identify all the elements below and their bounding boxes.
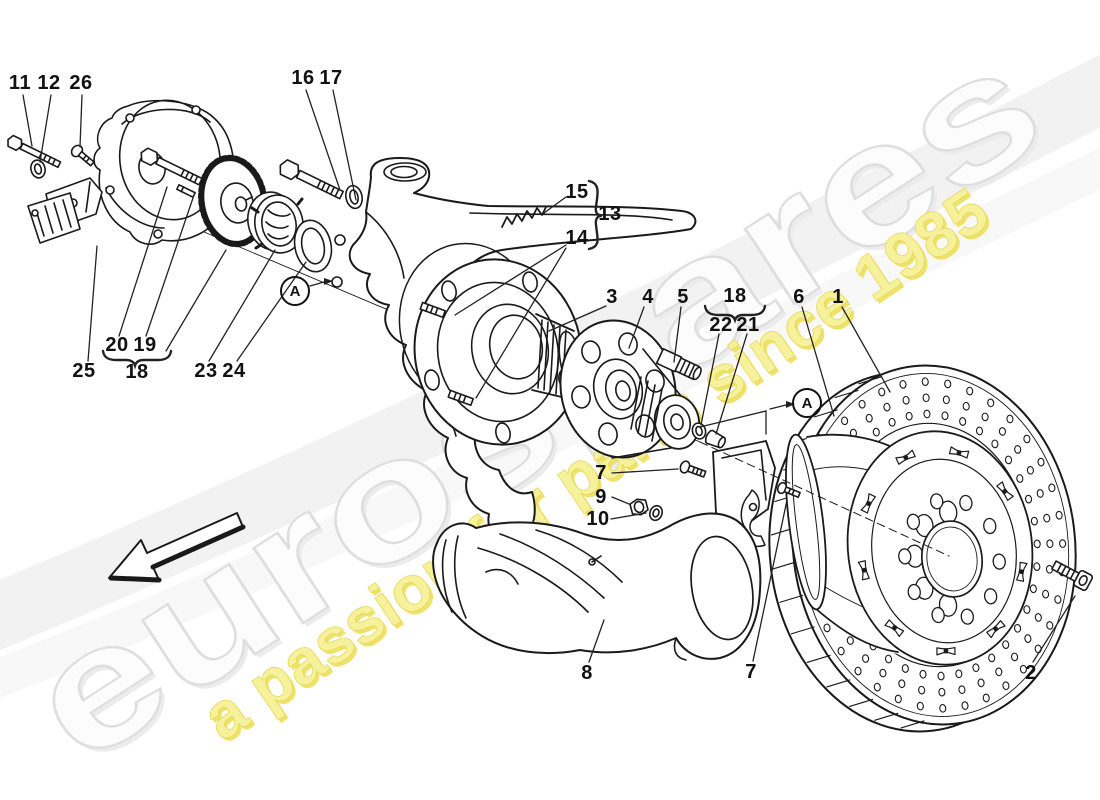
callout-6[interactable]: 6 [793,286,805,308]
shield-plate [27,192,81,244]
spring [501,206,547,228]
roll-pin [176,184,196,198]
detail-marker-a2: A [792,388,822,418]
callout-22[interactable]: 22 [709,314,733,336]
bearing-ring-nut [247,191,304,254]
detail-marker-a1: A [280,276,310,306]
duct-nut [629,498,649,516]
callout-3[interactable]: 3 [606,286,618,308]
callout-18-bottom[interactable]: 18 [125,361,149,383]
callout-11[interactable]: 11 [8,72,32,94]
seal-ring [293,219,333,273]
brake-cooling-duct [432,512,762,661]
axis-dashed-line [699,441,950,557]
callout-13[interactable]: 13 [598,203,622,225]
callout-4[interactable]: 4 [642,286,654,308]
callout-16[interactable]: 16 [291,67,315,89]
bracket-screw [679,460,707,478]
leader-lines [22,89,1076,663]
splined-spacer [611,348,701,459]
upright-washer [345,184,363,210]
bell-screw [776,481,801,499]
disc-bell [785,430,1034,666]
callout-25[interactable]: 25 [72,360,96,382]
callout-17[interactable]: 17 [319,67,343,89]
callout-18-top[interactable]: 18 [723,285,747,307]
upright-bolt [279,159,344,200]
callout-9[interactable]: 9 [595,486,607,508]
callout-23[interactable]: 23 [194,360,218,382]
hub-stud [447,389,474,407]
callout-1[interactable]: 1 [832,286,844,308]
callout-21[interactable]: 21 [736,314,760,336]
callout-19[interactable]: 19 [133,334,157,356]
sensor-screw [70,144,95,167]
callout-14[interactable]: 14 [565,227,589,249]
callout-7-lower[interactable]: 7 [745,661,757,683]
callout-12[interactable]: 12 [37,72,61,94]
callout-2[interactable]: 2 [1025,662,1037,684]
wheel-stud [655,347,702,381]
callout-24[interactable]: 24 [222,360,246,382]
callout-26[interactable]: 26 [69,72,93,94]
duct-washer [649,504,663,522]
direction-arrow [108,512,246,583]
callout-10[interactable]: 10 [586,508,610,530]
stud-cap [704,429,727,449]
disc-bolt [1051,560,1094,592]
callout-20[interactable]: 20 [105,334,129,356]
callout-7-upper[interactable]: 7 [595,462,607,484]
callout-15[interactable]: 15 [565,181,589,203]
callout-8[interactable]: 8 [581,662,593,684]
callout-5[interactable]: 5 [677,286,689,308]
flange-washer [30,159,46,179]
hub-stud [419,301,446,319]
